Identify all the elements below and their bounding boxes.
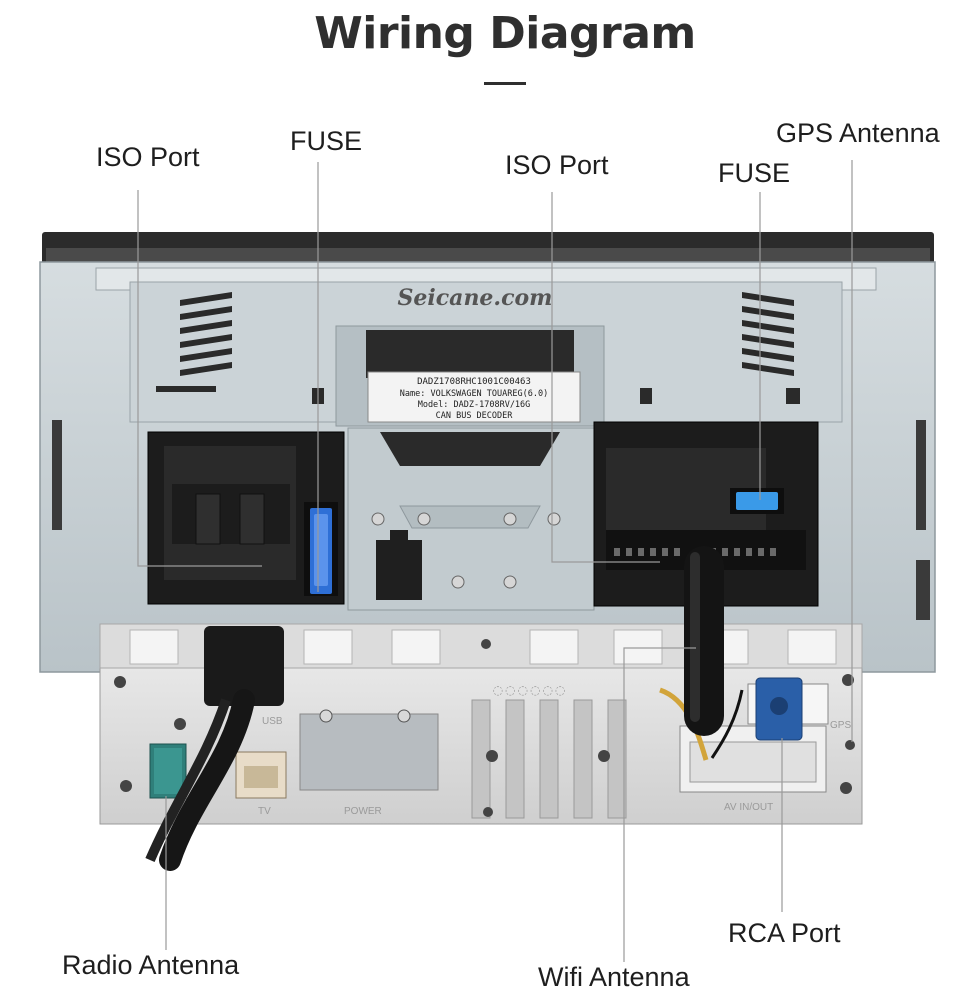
label-gps-antenna: GPS Antenna [776,118,940,148]
svg-text:USB: USB [262,716,283,727]
brand-watermark: Seicane.com [398,285,553,311]
svg-text:CAN BUS DECODER: CAN BUS DECODER [436,411,514,421]
vent-right [742,292,794,376]
svg-text:GPS: GPS [830,720,851,731]
label-fuse-left: FUSE [290,126,363,156]
label-wifi-antenna: Wifi Antenna [538,962,690,992]
svg-text:POWER: POWER [344,806,382,817]
label-fuse-right: FUSE [718,158,791,188]
tv-port: TV USB [235,716,287,817]
page-title: Wiring Diagram [314,8,696,59]
gps-connector [747,677,829,741]
av-connector [679,725,827,793]
svg-text:TV: TV [258,806,271,817]
model-sticker: DADZ1708RHC1001C00463 Name: VOLKSWAGEN T… [367,371,581,423]
label-radio-antenna: Radio Antenna [62,950,240,980]
title-underline [484,82,526,85]
fuse-right [730,488,784,514]
black-cable [145,626,284,871]
fuse-left [304,502,338,596]
svg-text:Name: VOLKSWAGEN TOUAREG(6.0): Name: VOLKSWAGEN TOUAREG(6.0) [400,389,548,399]
label-iso-port-left: ISO Port [96,142,200,172]
vent-left [180,292,232,376]
svg-text:Model: DADZ-1708RV/16G: Model: DADZ-1708RV/16G [418,400,531,410]
label-iso-port-right: ISO Port [505,150,609,180]
wifi-antenna [684,546,724,736]
label-rca-port: RCA Port [728,918,841,948]
svg-text:AV IN/OUT: AV IN/OUT [724,802,773,813]
svg-text:DADZ1708RHC1001C00463: DADZ1708RHC1001C00463 [417,377,531,387]
svg-text:◌◌◌◌◌◌: ◌◌◌◌◌◌ [493,683,568,697]
